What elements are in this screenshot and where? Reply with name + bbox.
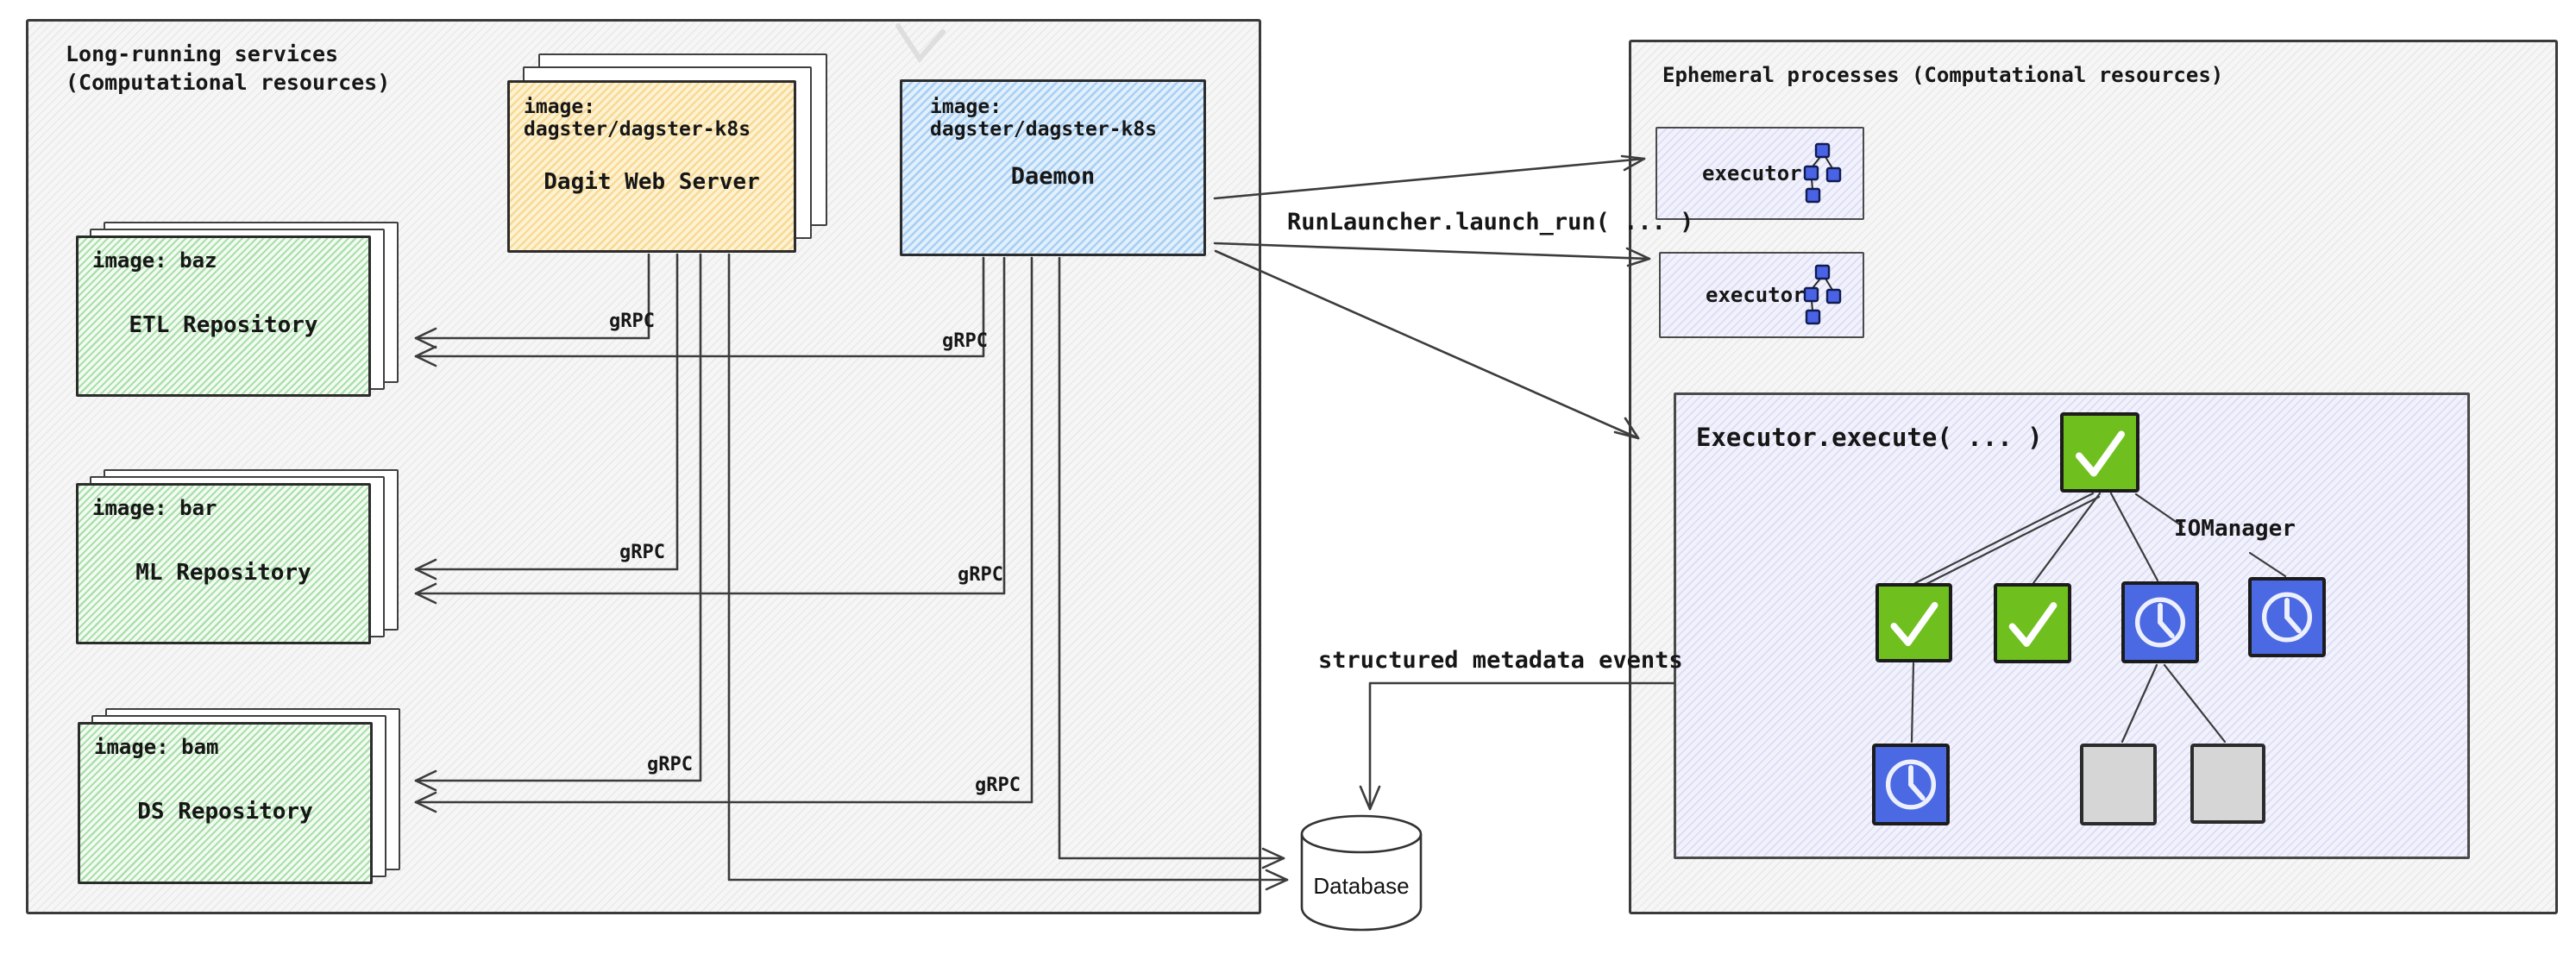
grpc-label: gRPC [958,564,1003,586]
executor-box-2: executor [1659,252,1864,338]
ml-image-label: image: bar [92,496,217,520]
grpc-label: gRPC [647,754,693,775]
etl-repository-box: image: baz ETL Repository [76,235,371,397]
clock-node [2121,581,2199,663]
daemon-name: Daemon [1010,163,1096,190]
clock-icon [2134,597,2186,648]
clock-icon [1885,759,1937,810]
etl-name: ETL Repository [129,312,318,338]
run-launcher-label: RunLauncher.launch_run( ... ) [1287,209,1694,235]
clock-node [2248,577,2326,657]
executor-execute-box [1674,392,2470,859]
executor-label: executor [1706,283,1806,307]
database-label: Database [1313,873,1410,899]
check-icon [2076,430,2125,477]
right-panel-title: Ephemeral processes (Computational resou… [1662,63,2224,87]
dagit-web-server-box: image: dagster/dagster-k8s Dagit Web Ser… [507,80,796,253]
executor-label: executor [1702,161,1802,185]
ds-image-label: image: bam [94,735,219,759]
left-panel-title: Long-running services (Computational res… [66,41,391,95]
grpc-label: gRPC [609,311,655,332]
daemon-box: image: dagster/dagster-k8s Daemon [900,79,1206,256]
database-cylinder [1300,814,1423,932]
ml-name: ML Repository [135,560,311,586]
clock-node [1872,744,1950,825]
clock-icon [2261,592,2313,643]
check-node-root [2060,412,2139,493]
ml-repository-box: image: bar ML Repository [76,483,371,644]
mini-dag-icon [1803,142,1842,204]
check-icon [1890,601,1938,646]
iomanager-label: IOManager [2174,516,2296,542]
grpc-label: gRPC [619,542,665,563]
executor-execute-title: Executor.execute( ... ) [1696,423,2043,452]
check-icon [2008,602,2058,647]
mini-dag-icon [1803,264,1842,325]
ds-name: DS Repository [137,799,313,825]
check-node [1875,583,1952,662]
daemon-image-label: image: dagster/dagster-k8s [930,96,1158,141]
dagit-image-label: image: dagster/dagster-k8s [524,96,751,141]
grpc-label: gRPC [975,775,1021,796]
executor-box-1: executor [1656,127,1864,220]
dagit-name: Dagit Web Server [543,169,760,195]
ds-repository-box: image: bam DS Repository [78,722,373,884]
metadata-events-label: structured metadata events [1318,647,1683,674]
check-node [1994,583,2071,663]
pending-node [2190,744,2265,824]
grpc-label: gRPC [942,330,988,352]
etl-image-label: image: baz [92,248,217,273]
pending-node [2080,744,2157,825]
